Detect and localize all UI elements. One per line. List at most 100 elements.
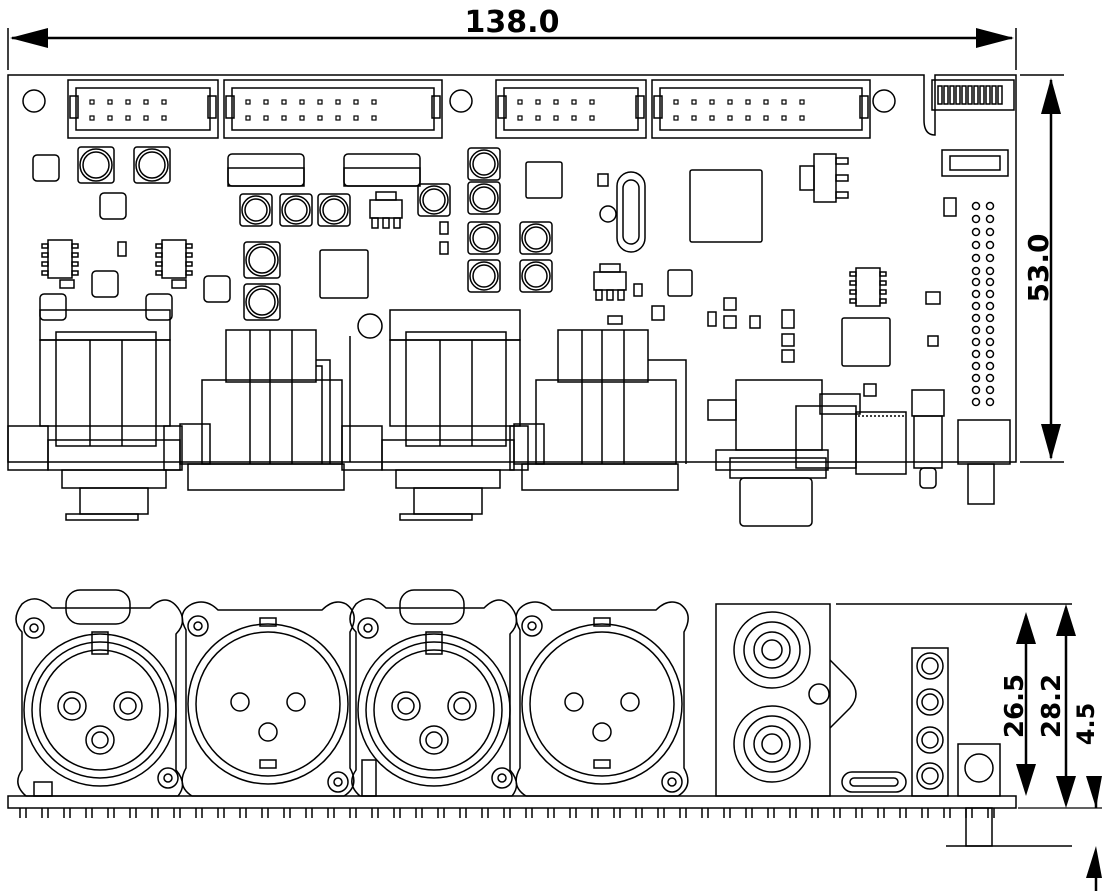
header-pin: [985, 325, 995, 335]
mounting-hole: [449, 89, 473, 113]
capacitor-inner: [322, 198, 346, 222]
idc-pin: [781, 99, 787, 105]
idc-pin: [589, 115, 595, 121]
pcb-foot: [151, 808, 159, 818]
pcb-foot: [767, 808, 775, 818]
idc-pin: [299, 99, 305, 105]
ribbon-finger: [985, 85, 991, 105]
header-pin: [971, 301, 981, 311]
idc-pin: [691, 115, 697, 121]
capacitor-base: [519, 259, 553, 293]
pcb-foot: [723, 808, 731, 818]
idc-pin: [245, 99, 251, 105]
idc-header-4: [651, 79, 871, 139]
idc-pin: [125, 99, 131, 105]
front-dimensions: 26.5 28.2 4.5: [1000, 604, 1102, 891]
idc-pin: [245, 115, 251, 121]
usb-c-front: [841, 771, 907, 793]
pcb-offset-label: 4.5: [1072, 703, 1100, 746]
smd-component: [723, 315, 737, 329]
header-pin: [985, 361, 995, 371]
header-pin: [985, 266, 995, 276]
sot223-1: [369, 191, 403, 229]
pcb-foot: [371, 808, 379, 818]
xlr-male-top-2: [513, 329, 687, 491]
soic-lead: [849, 280, 857, 286]
pcb-edge: [7, 795, 1017, 809]
ribbon-connector: [931, 79, 1015, 111]
idc-pin: [143, 99, 149, 105]
ribbon-finger: [955, 85, 961, 105]
capacitor: [245, 243, 279, 277]
header-pin: [971, 325, 981, 335]
pcb-foot: [811, 808, 819, 818]
capacitor: [469, 149, 499, 179]
capacitor: [469, 183, 499, 213]
xlr-male-front-2: [515, 601, 689, 797]
soic-lead: [41, 243, 49, 249]
idc-pin: [535, 99, 541, 105]
header-pin: [985, 201, 995, 211]
header-pin: [971, 240, 981, 250]
soic-lead: [185, 261, 193, 267]
qfp-chip: [841, 317, 891, 367]
soic-lead: [71, 261, 79, 267]
soic-lead: [879, 271, 887, 277]
capacitor-base: [243, 283, 281, 321]
idc-pin: [263, 115, 269, 121]
capacitor-inner: [524, 226, 548, 250]
pcb-foot: [789, 808, 797, 818]
header-pin: [985, 301, 995, 311]
header-pin: [985, 337, 995, 347]
header-pin: [985, 373, 995, 383]
mounting-hole: [22, 89, 46, 113]
pcb-foot: [129, 808, 137, 818]
header-pin: [985, 227, 995, 237]
header-pin: [971, 349, 981, 359]
header-pin: [985, 349, 995, 359]
capacitor-inner: [244, 198, 268, 222]
header-pin: [971, 214, 981, 224]
pcb-foot: [239, 808, 247, 818]
pcb-foot: [217, 808, 225, 818]
soic-lead: [71, 243, 79, 249]
soic-lead: [879, 280, 887, 286]
pcb-top-view: [7, 74, 1017, 527]
smd-component: [927, 335, 939, 347]
soic-lead: [185, 252, 193, 258]
soic-lead: [155, 261, 163, 267]
smd-component: [781, 309, 795, 329]
qfp-chip: [319, 249, 369, 299]
capacitor: [319, 195, 349, 225]
header-pin: [985, 277, 995, 287]
pcb-foot: [481, 808, 489, 818]
idc-pin: [799, 115, 805, 121]
idc-pin: [335, 115, 341, 121]
header-pin: [971, 397, 981, 407]
pcb-foot: [437, 808, 445, 818]
capacitor-inner: [472, 264, 496, 288]
soic-lead: [879, 298, 887, 304]
ribbon-finger: [997, 85, 1003, 105]
idc-pin: [353, 99, 359, 105]
pcb-foot: [701, 808, 709, 818]
smd-parts: [59, 173, 957, 397]
smd-component: [171, 279, 187, 289]
idc-pin: [709, 115, 715, 121]
pcb-front-view: [7, 589, 1072, 847]
idc-pin: [89, 99, 95, 105]
capacitor-base: [279, 193, 313, 227]
header-pin: [971, 201, 981, 211]
header-pin: [971, 266, 981, 276]
soic-lead: [155, 270, 163, 276]
header-pin: [985, 385, 995, 395]
capacitor-base: [417, 183, 451, 217]
header-pin: [971, 373, 981, 383]
jst-connector: [941, 149, 1009, 177]
idc-pin: [517, 99, 523, 105]
xlr-top-1: [7, 309, 183, 521]
idc-pin: [709, 99, 715, 105]
ribbon-fingers: [937, 85, 1003, 105]
soic-lead: [849, 289, 857, 295]
height-dimension-label: 53.0: [1022, 233, 1055, 302]
